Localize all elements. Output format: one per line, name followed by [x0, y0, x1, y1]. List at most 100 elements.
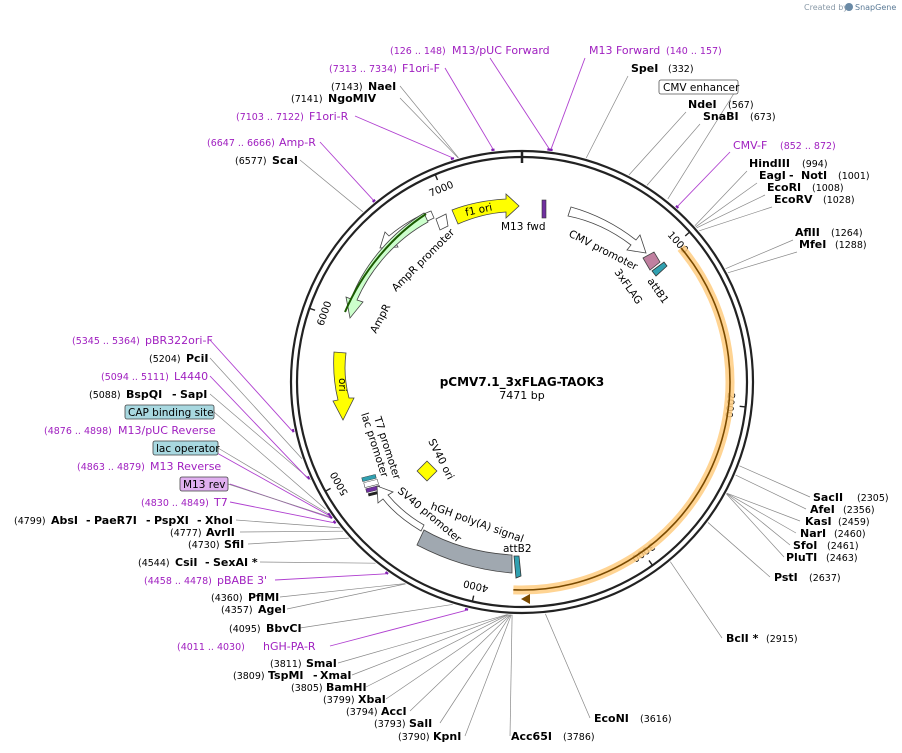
restriction-site-labels: SpeI (332) NdeI (567) SnaBI (673) HindII…	[14, 62, 889, 743]
site-connector	[725, 239, 794, 270]
f1-ori-arrow	[451, 193, 520, 225]
site-name-extra: NotI	[801, 169, 827, 182]
site-connector	[695, 182, 758, 228]
site-name-extra: -	[172, 388, 177, 401]
small-promoter-arrow	[435, 213, 449, 231]
credit-brand: SnapGene	[855, 3, 896, 12]
site-connector	[726, 493, 791, 546]
site-position: (1288)	[835, 240, 867, 251]
boxed-features: CMV enhancer CAP binding site lac operat…	[124, 79, 740, 492]
primer-name: M13 Forward	[589, 44, 660, 57]
attb2-mark	[513, 555, 522, 579]
site-name: AbsI	[51, 514, 78, 527]
cmv-promoter-arrow	[567, 206, 647, 254]
scale-tick-label: 5000	[329, 470, 351, 498]
site-connector	[509, 614, 513, 737]
site-position: (332)	[668, 64, 694, 75]
site-connector	[646, 123, 701, 186]
site-connector	[726, 493, 785, 558]
primer-name: M13/pUC Forward	[452, 44, 550, 57]
primer-labels: (126 .. 148) M13/pUC Forward M13 Forward…	[44, 44, 836, 653]
site-name: XbaI	[358, 693, 386, 706]
primer-connector	[229, 501, 334, 524]
site-connector	[259, 561, 376, 564]
site-position: (4095)	[229, 624, 261, 635]
feature-ori: ori	[336, 378, 348, 392]
site-position: (3786)	[563, 732, 595, 743]
primer-name: hGH-PA-R	[263, 640, 316, 653]
primer-range: (7103 .. 7122)	[236, 112, 304, 123]
site-position: (673)	[750, 112, 776, 123]
sv40-promoter-arrow	[376, 485, 425, 532]
3xflag-mark	[642, 251, 661, 271]
primer-name: F1ori-R	[309, 110, 349, 123]
site-name: MfeI	[799, 238, 826, 251]
site-name: SmaI	[306, 657, 337, 670]
feature-taok3	[513, 245, 735, 604]
site-name-extra: XhoI	[205, 514, 233, 527]
site-connector	[585, 75, 629, 159]
scale-tick	[471, 595, 475, 602]
site-name-extra: SapI	[180, 388, 207, 401]
ampr-orf-line	[344, 213, 427, 313]
site-position: (4360)	[211, 593, 243, 604]
site-position: (2356)	[843, 505, 875, 516]
box-connector	[227, 483, 332, 518]
t7-lac-marks	[361, 474, 381, 497]
box-m13-rev: M13 rev	[183, 479, 226, 491]
feature-attb1: attB1	[645, 276, 671, 306]
site-name: AvrII	[206, 526, 235, 539]
site-position: (2459)	[838, 517, 870, 528]
feature-attb2: attB2	[503, 543, 532, 555]
site-name: NdeI	[688, 98, 717, 111]
primer-range: (5345 .. 5364)	[72, 336, 140, 347]
box-connector	[217, 447, 330, 515]
site-connector	[726, 492, 801, 522]
site-name: BbvCI	[266, 622, 302, 635]
site-position: (2463)	[826, 553, 858, 564]
sv40-ori-mark	[416, 460, 438, 482]
site-position: (3790)	[398, 732, 430, 743]
site-name: EagI	[759, 169, 786, 182]
site-name: SacII	[813, 491, 843, 504]
site-position: (4357)	[221, 605, 253, 616]
primer-connector	[354, 115, 453, 159]
site-position: (4544)	[138, 558, 170, 569]
primer-name: T7	[213, 496, 228, 509]
site-position: (5204)	[149, 354, 181, 365]
site-name-extra: -	[205, 556, 210, 569]
site-name: SfoI	[793, 539, 817, 552]
site-connector	[299, 604, 453, 629]
site-position: (2460)	[834, 529, 866, 540]
site-name: PflMI	[248, 591, 279, 604]
backbone	[289, 149, 755, 615]
site-name: AccI	[381, 705, 407, 718]
scale-tick	[309, 307, 316, 311]
primer-connector	[207, 447, 329, 516]
site-position: (1008)	[812, 183, 844, 194]
hgh-polya-shape	[416, 529, 513, 574]
site-connector	[209, 393, 311, 481]
site-connector	[739, 465, 811, 498]
site-name: KasI	[805, 515, 832, 528]
primer-connector	[274, 573, 387, 581]
site-position: (567)	[728, 100, 754, 111]
scale-tick	[684, 231, 691, 237]
site-name: BclI *	[726, 632, 759, 645]
site-name: KpnI	[433, 730, 461, 743]
primer-mark	[371, 199, 376, 203]
primer-mark	[464, 607, 469, 611]
site-name: TspMI	[268, 669, 304, 682]
scale-tick	[739, 405, 746, 408]
site-position: (3799)	[323, 695, 355, 706]
site-connector	[286, 583, 406, 610]
site-connector	[235, 519, 341, 529]
feature-3xflag: 3xFLAG	[612, 267, 645, 307]
site-name-extra: XmaI	[320, 669, 351, 682]
site-connector	[247, 537, 350, 545]
box-connector	[213, 411, 326, 510]
site-position: (4777)	[170, 528, 202, 539]
site-name: ScaI	[272, 154, 298, 167]
site-name: SalI	[409, 717, 432, 730]
primer-connector	[209, 375, 308, 479]
